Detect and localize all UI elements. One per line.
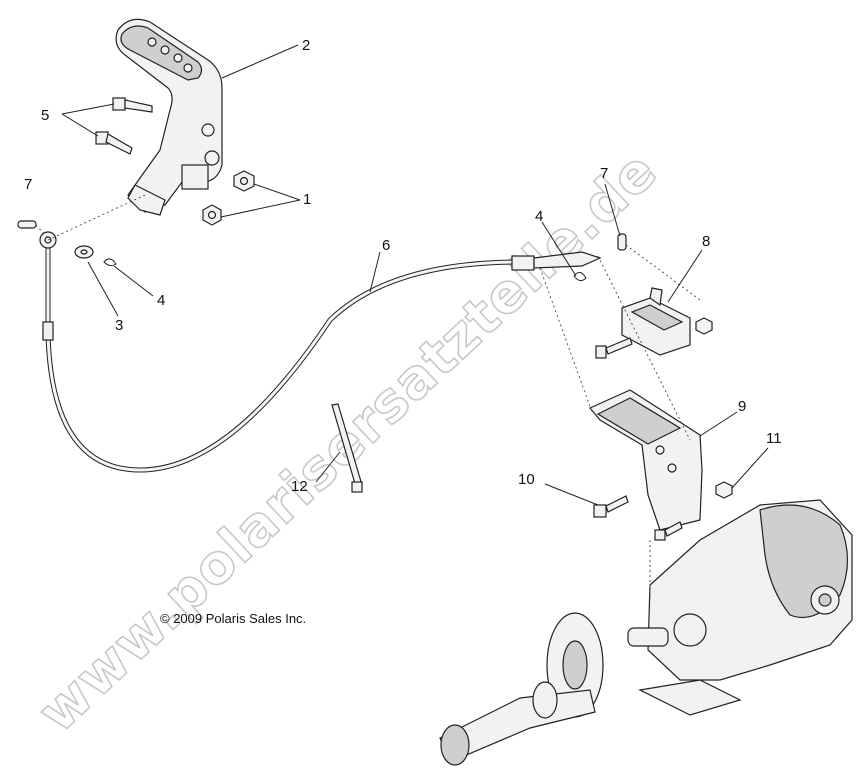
nut-lower	[202, 204, 222, 226]
callout-4-right: 4	[535, 208, 543, 225]
callout-3: 3	[115, 317, 123, 334]
nut-bracket	[715, 481, 733, 499]
leader-lines	[61, 44, 769, 506]
copyright-notice: © 2009 Polaris Sales Inc.	[160, 611, 306, 626]
callout-7-right: 7	[600, 165, 608, 182]
callout-6: 6	[382, 237, 390, 254]
cotter-clip-left	[103, 258, 117, 267]
callout-9: 9	[738, 398, 746, 415]
assembly-lines	[35, 194, 701, 600]
cotter-clip-right	[573, 272, 587, 282]
caliper-bracket	[621, 287, 713, 356]
callout-12: 12	[291, 478, 308, 495]
callout-4-left: 4	[157, 292, 165, 309]
mounting-bracket	[589, 389, 703, 531]
callout-7-left: 7	[24, 176, 32, 193]
pin-right	[617, 233, 627, 251]
bolt-bracket	[593, 495, 629, 518]
brake-cable	[39, 231, 602, 473]
callout-1: 1	[303, 191, 311, 208]
driveshaft	[439, 681, 596, 766]
callout-2: 2	[302, 37, 310, 54]
callout-8: 8	[702, 233, 710, 250]
bolt-bracket-lower	[654, 521, 683, 541]
brake-lever-handle	[115, 18, 223, 216]
nut-upper	[233, 170, 255, 192]
callout-11: 11	[766, 430, 782, 447]
bolt-lower	[95, 131, 133, 155]
bolt-upper	[112, 97, 153, 113]
cable-tie	[331, 403, 363, 493]
bolt-caliper	[595, 337, 633, 359]
pin-left	[17, 220, 37, 229]
callout-5: 5	[41, 107, 49, 124]
callout-10: 10	[518, 471, 535, 488]
gearcase	[627, 499, 853, 716]
washer	[74, 245, 94, 259]
